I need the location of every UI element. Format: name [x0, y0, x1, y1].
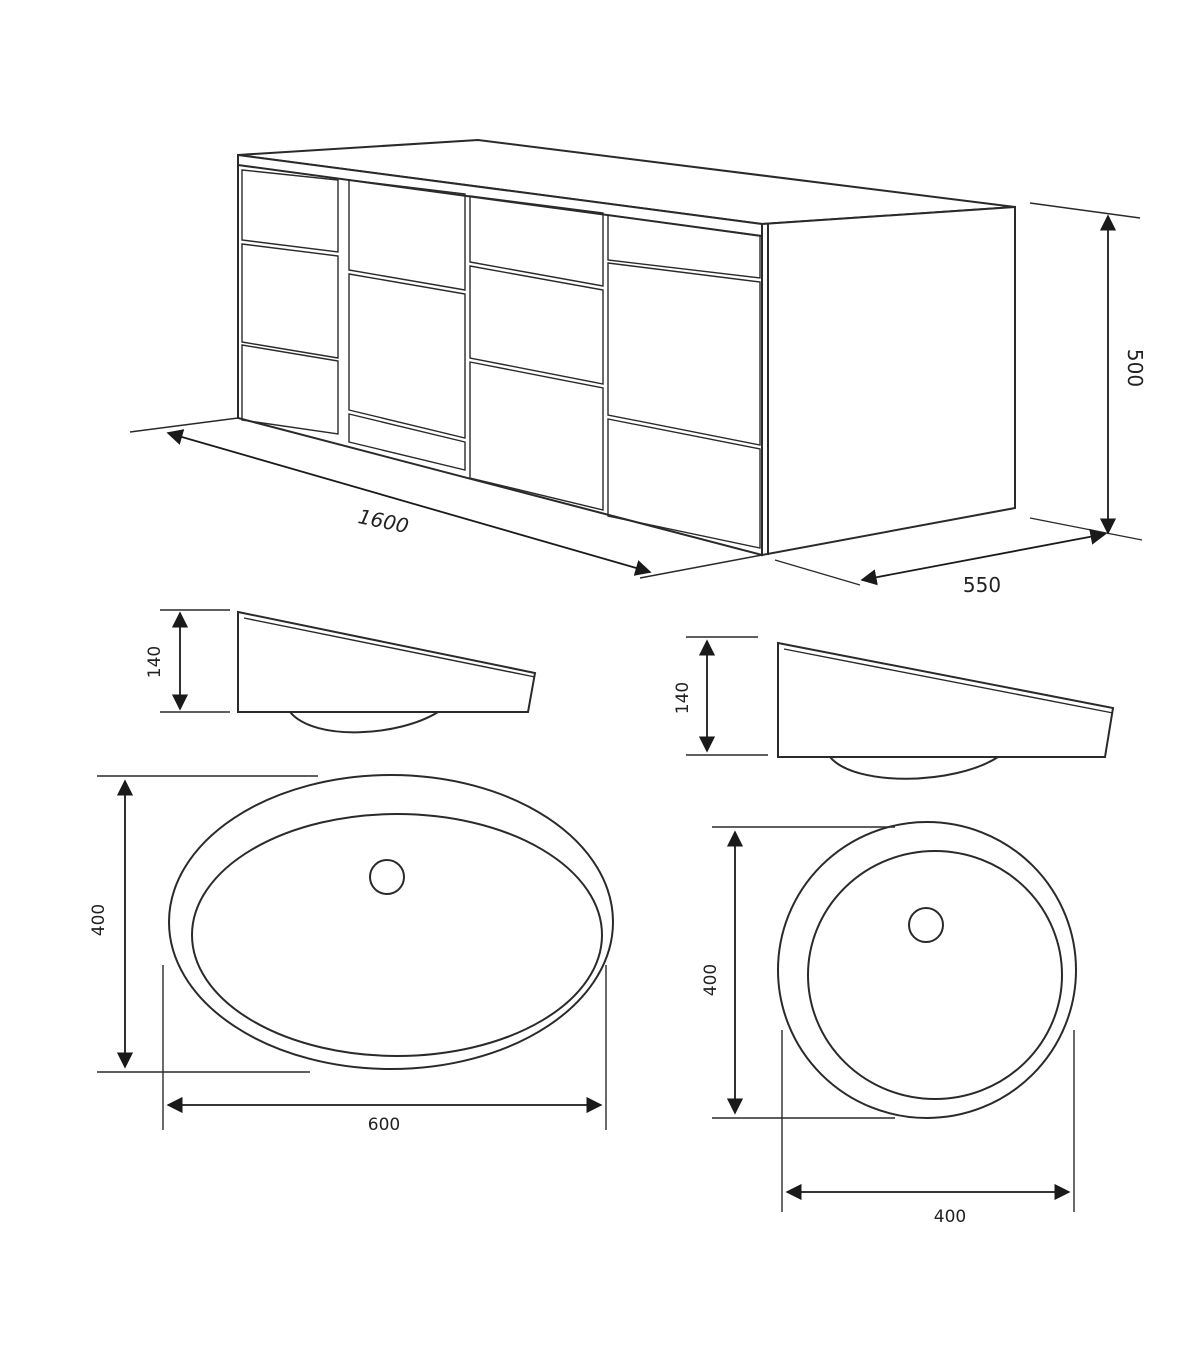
- drawer-panel: [469, 265, 604, 385]
- oval-basin-height-label: 140: [145, 646, 165, 678]
- depth-label: 550: [963, 573, 1001, 597]
- width-label: 1600: [356, 504, 411, 538]
- dimension-depth-550: 550: [774, 517, 1143, 597]
- drawer-panel: [241, 243, 339, 359]
- oval-basin-width-label: 600: [368, 1115, 400, 1135]
- round-basin-top-view: 400 400: [701, 821, 1077, 1227]
- oval-basin-top-view: 400 600: [89, 774, 614, 1135]
- cabinet-side-face: [761, 205, 1016, 557]
- round-basin-outer-rim: [777, 821, 1077, 1119]
- drawer-panel: [348, 179, 466, 291]
- round-basin-depth-label: 400: [701, 964, 721, 996]
- oval-basin-side-view: 140: [145, 609, 537, 734]
- oval-basin-inner-bowl: [191, 813, 603, 1057]
- cabinet-drawing: 1600 550 500: [129, 138, 1147, 597]
- round-basin-drain-icon: [908, 907, 944, 943]
- drawer-panel: [607, 214, 761, 279]
- round-basin-width-label: 400: [934, 1207, 966, 1227]
- round-basin-bowl-profile: [829, 756, 999, 780]
- oval-basin-bowl-profile: [289, 711, 439, 734]
- oval-basin-side-body: [237, 610, 537, 713]
- drawer-panel: [607, 262, 761, 446]
- oval-basin-drain-icon: [369, 859, 405, 895]
- oval-basin-depth-label: 400: [89, 904, 109, 936]
- oval-basin-outer-rim: [168, 774, 614, 1070]
- dimension-height-500: 500: [1029, 202, 1147, 535]
- round-basin-height-label: 140: [673, 682, 693, 714]
- drawer-panel: [241, 169, 339, 253]
- round-basin-side-body: [777, 641, 1115, 758]
- round-basin-side-view: 140: [673, 636, 1115, 780]
- height-label: 500: [1123, 349, 1147, 387]
- round-basin-inner-bowl: [807, 850, 1063, 1100]
- drawer-panel: [469, 195, 604, 287]
